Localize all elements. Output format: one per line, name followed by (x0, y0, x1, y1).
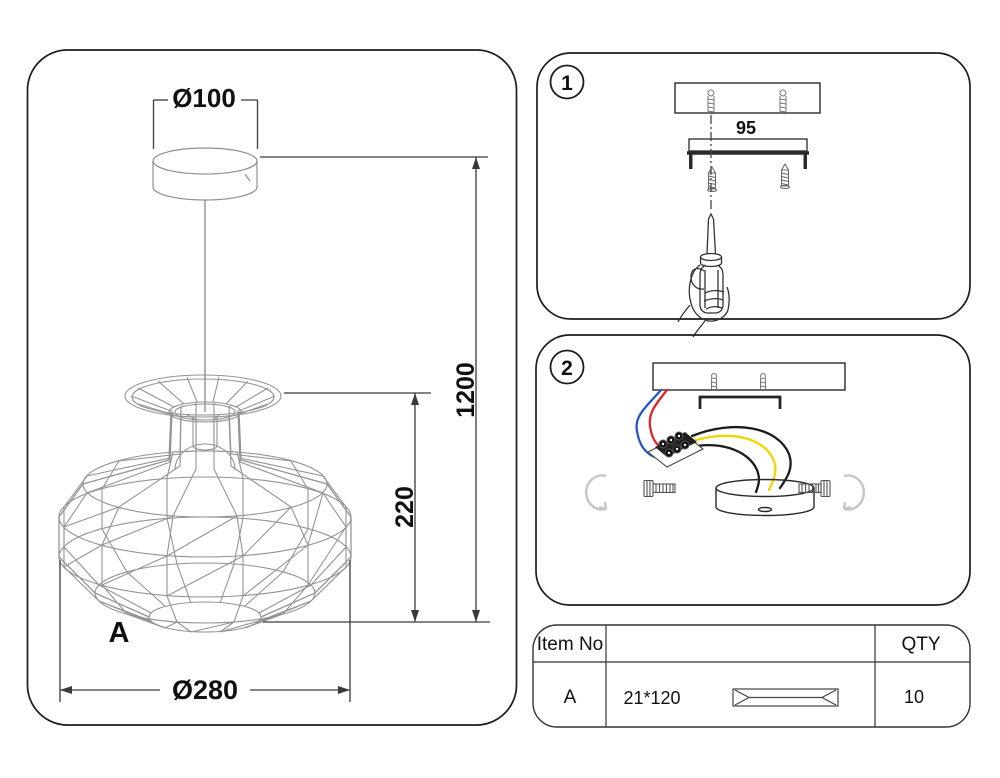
rotate-arrow-icon (584, 474, 608, 511)
mounting-bracket-icon (698, 395, 782, 409)
ceiling-plate-icon (652, 362, 846, 391)
ceiling-plate-icon (674, 82, 821, 114)
wall-anchor-icon (779, 89, 787, 113)
dimension-canopy-diameter (152, 99, 259, 149)
cage-shade-drawing (58, 374, 352, 633)
wire-yellow (688, 434, 777, 492)
step2-number-badge (549, 349, 585, 385)
table-cell-qty: 10 (904, 687, 924, 707)
hand-icon (677, 264, 730, 338)
table-header-item-no: Item No (537, 634, 604, 655)
wall-anchor-icon (760, 373, 766, 389)
bolt-icon (798, 479, 831, 498)
shade-height-label: 220 (391, 486, 419, 528)
ring-spokes (130, 376, 276, 421)
screw-icon (707, 166, 717, 192)
step1-number-badge (549, 64, 585, 100)
wire-black (686, 444, 761, 494)
bracket-spacing-label: 95 (736, 118, 756, 138)
dimension-panel-border (26, 49, 518, 726)
rotate-arrow-icon (842, 474, 866, 511)
table-header-qty: QTY (901, 634, 940, 655)
part-bar-icon (732, 688, 839, 707)
wall-anchor-icon (707, 89, 715, 113)
part-label-a: A (109, 617, 130, 649)
wire-black (690, 425, 792, 490)
canopy-drawing (152, 147, 258, 201)
total-height-label: 1200 (452, 362, 480, 418)
dimension-total-height (260, 156, 488, 622)
terminal-block-icon (646, 431, 705, 468)
step1-number: 1 (561, 72, 573, 95)
screw-icon (780, 163, 790, 189)
step1-panel-border (536, 52, 971, 320)
cage-braces (63, 492, 347, 633)
bulb-socket-drawing (174, 416, 236, 471)
canopy-diameter-label: Ø100 (172, 83, 236, 113)
canopy-icon (715, 478, 815, 517)
shade-diameter-label: Ø280 (172, 675, 238, 705)
step2-number: 2 (561, 357, 573, 380)
wall-anchor-icon (711, 373, 717, 389)
bolt-icon (643, 479, 676, 498)
dimension-shade-diameter (59, 560, 351, 702)
screwdriver-icon (699, 212, 724, 314)
table-cell-item: A (564, 687, 577, 708)
dimension-shade-height (263, 392, 490, 623)
mounting-bracket-icon (687, 138, 809, 169)
table-cell-size: 21*120 (623, 688, 680, 708)
step2-panel-border (535, 334, 971, 606)
parts-table-border (532, 624, 971, 728)
